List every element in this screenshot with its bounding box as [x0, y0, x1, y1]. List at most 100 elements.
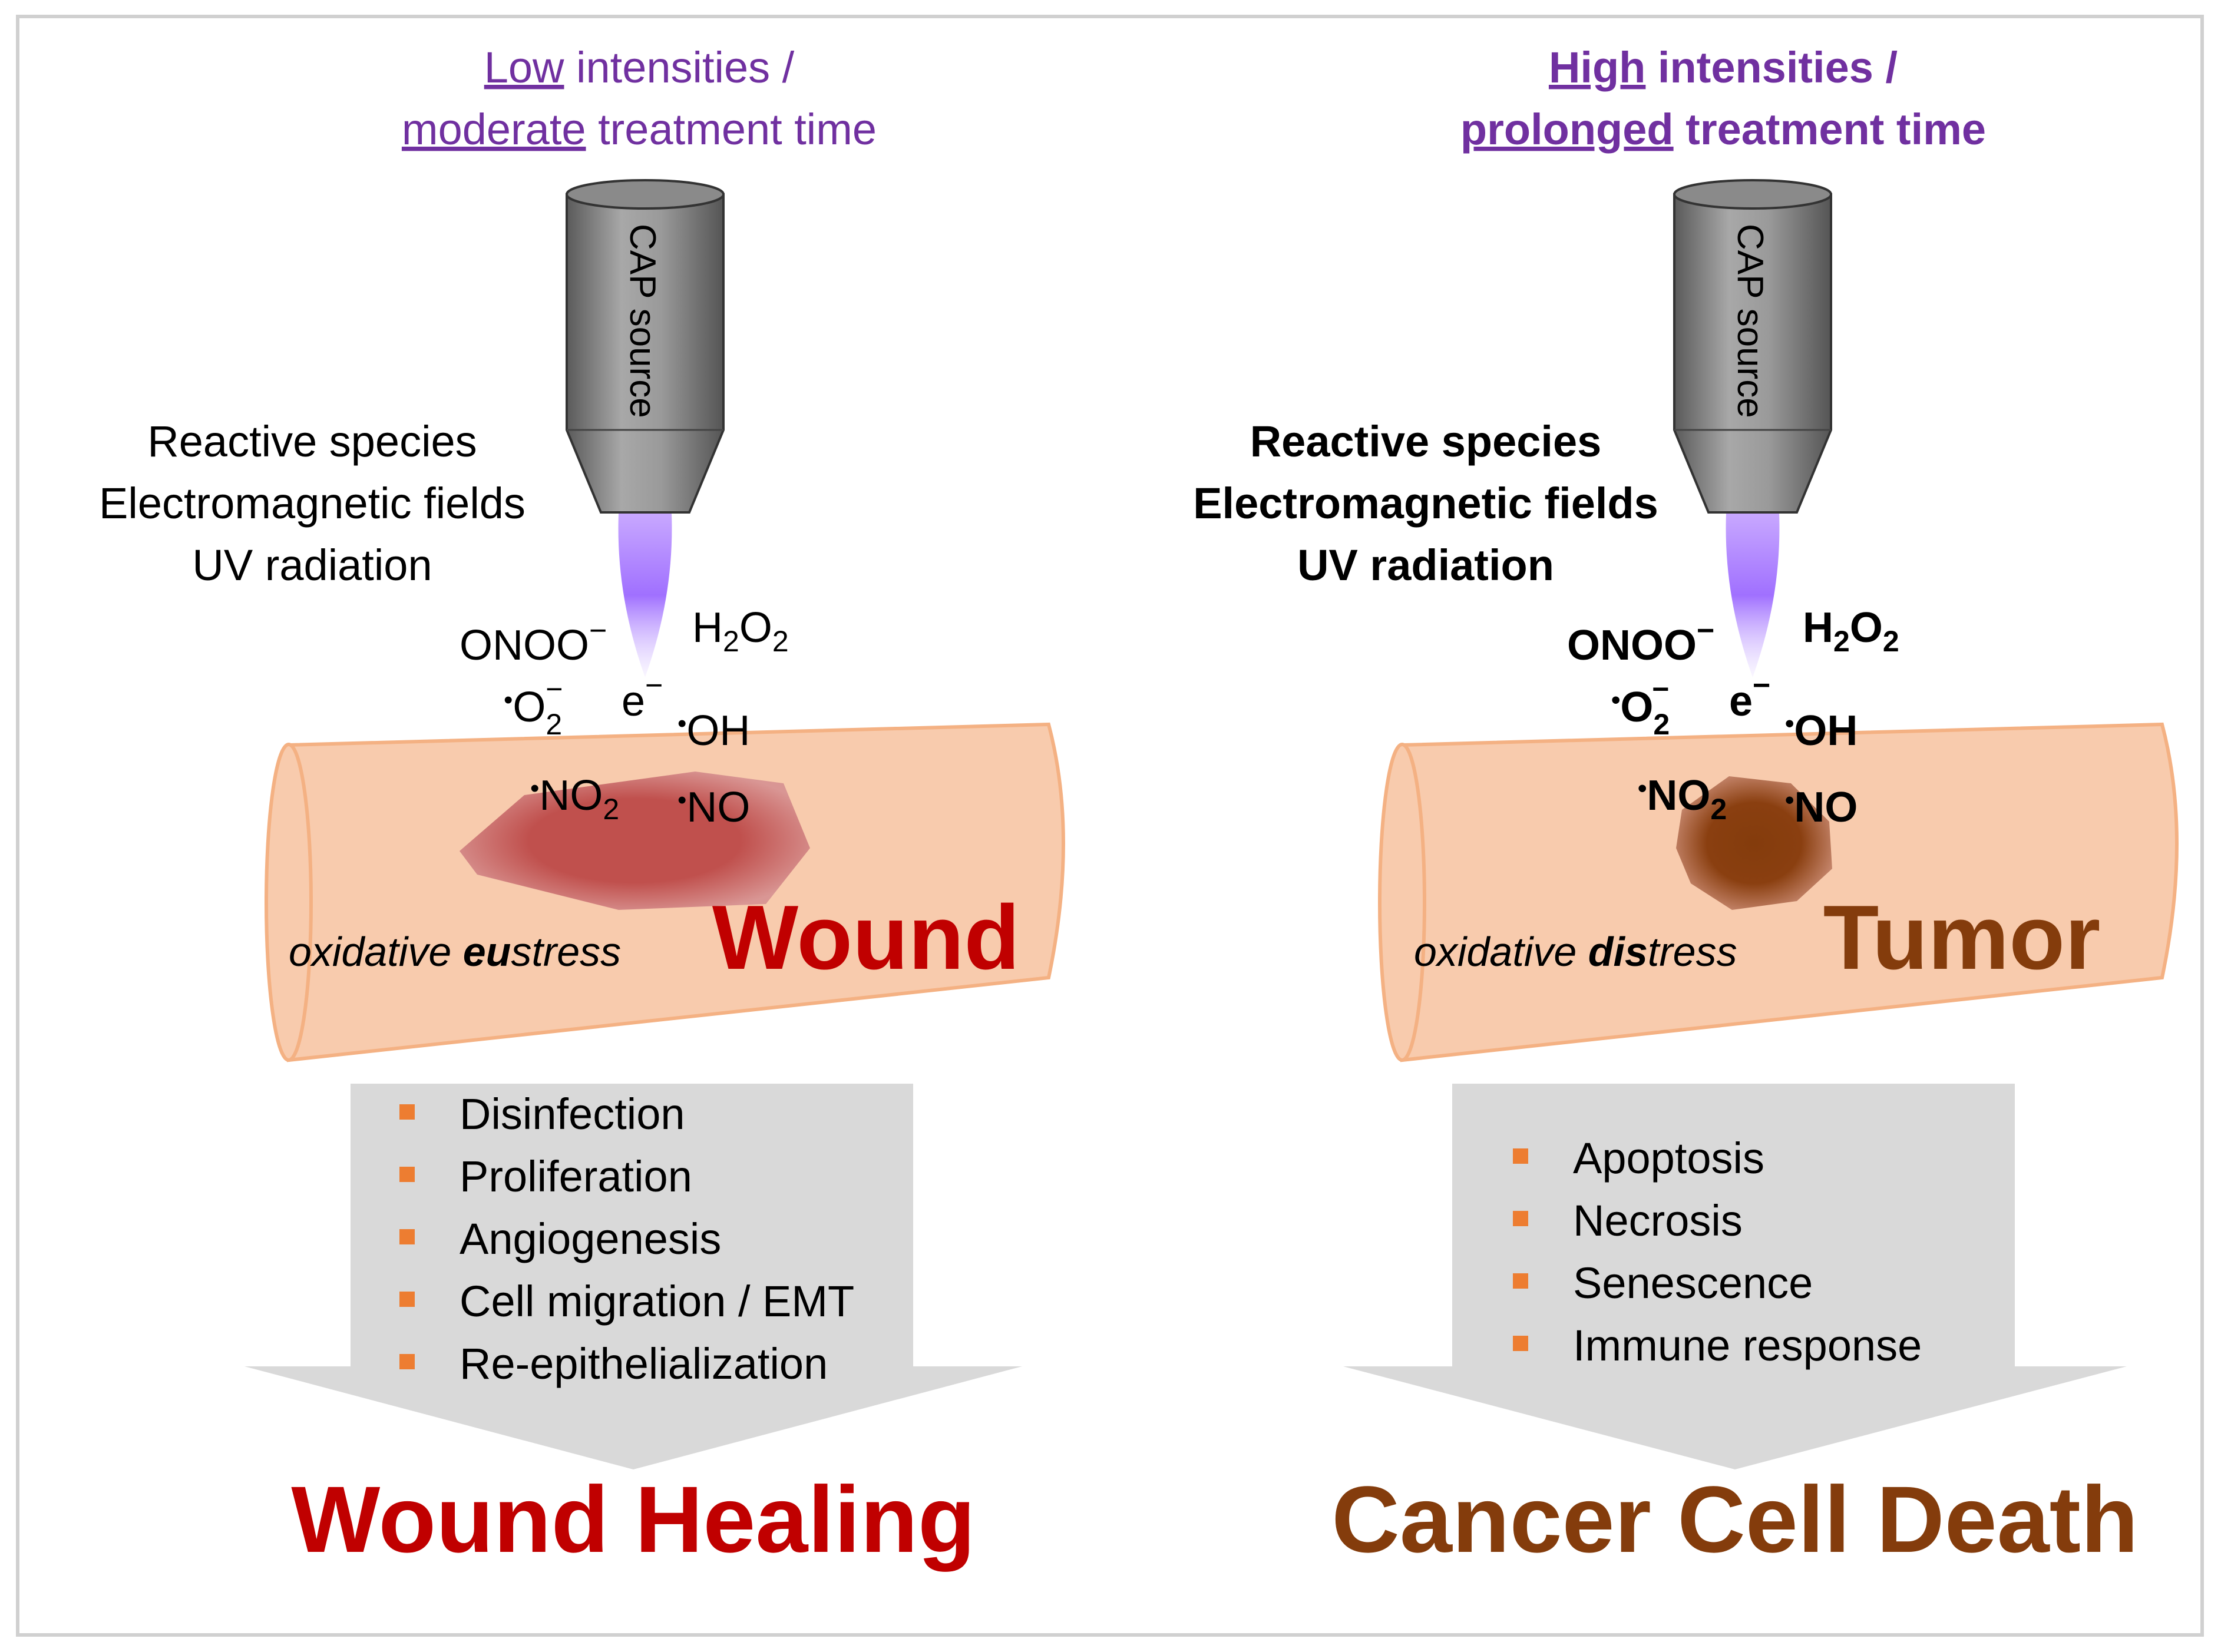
right-heading-rest-1: intensities / — [1645, 43, 1898, 92]
left-h2o2-sub2: 2 — [772, 625, 789, 658]
left-effect-item: Disinfection — [460, 1090, 685, 1138]
right-stress-bold: dis — [1588, 929, 1648, 975]
right-electron-charge: − — [1753, 668, 1770, 703]
left-species-no2: •NO2 — [530, 772, 619, 826]
right-heading-line1: High intensities / — [1549, 43, 1898, 92]
right-stress-label: oxidative distress — [1414, 929, 1737, 975]
right-species-h2o2: H2O2 — [1803, 604, 1899, 658]
left-effects-arrow — [244, 1084, 1022, 1469]
left-cap-top — [566, 179, 725, 210]
bullet-icon — [1513, 1273, 1528, 1289]
left-no2-dot: • — [530, 774, 539, 803]
left-species-hydroxyl: •OH — [677, 707, 750, 754]
right-species-no2: •NO2 — [1638, 772, 1727, 826]
right-species-superoxide: •O2− — [1611, 673, 1670, 741]
left-effects-list: Disinfection Proliferation Angiogenesis … — [399, 1090, 854, 1388]
left-factor-uv: UV radiation — [192, 541, 432, 590]
left-o2-dot: • — [504, 686, 513, 714]
right-heading-underlined-1: High — [1549, 43, 1645, 92]
right-species-electron: e− — [1729, 668, 1770, 725]
right-no-dot: • — [1785, 786, 1794, 815]
left-species-superoxide: •O2− — [504, 673, 563, 741]
left-heading-underlined-1: Low — [484, 43, 564, 92]
left-effect-item: Re-epithelialization — [460, 1339, 828, 1388]
right-factor-em-fields: Electromagnetic fields — [1193, 479, 1658, 528]
bullet-icon — [399, 1354, 415, 1369]
right-effect-item: Senescence — [1573, 1259, 1813, 1307]
right-cap-source: CAP source — [1673, 179, 1832, 677]
left-oh-dot: • — [677, 709, 686, 738]
right-electron-text: e — [1729, 678, 1753, 725]
right-effect-item: Necrosis — [1573, 1196, 1743, 1245]
left-stress-label: oxidative eustress — [289, 929, 621, 975]
left-wound-lesion — [460, 772, 810, 910]
right-species-hydroxyl: •OH — [1785, 707, 1858, 754]
left-factor-em-fields: Electromagnetic fields — [99, 479, 525, 528]
right-species-group: ONOO− H2O2 •O2− e− •OH •NO2 •NO — [1567, 604, 1899, 831]
left-electron-text: e — [622, 678, 645, 725]
left-heading-rest-1: intensities / — [564, 43, 795, 92]
left-plasma-jet — [618, 514, 672, 677]
left-stress-prefix: oxidative — [289, 929, 463, 975]
left-outcome: Wound Healing — [291, 1466, 975, 1572]
left-h2o2-h: H — [692, 604, 723, 651]
left-effect-item: Proliferation — [460, 1152, 692, 1201]
left-o2-charge: − — [546, 673, 563, 706]
right-oh-dot: • — [1785, 709, 1794, 738]
right-outcome: Cancer Cell Death — [1331, 1466, 2138, 1572]
left-heading-line1: Low intensities / — [484, 43, 795, 92]
left-effect-item: Angiogenesis — [460, 1214, 721, 1263]
right-species-onoo: ONOO− — [1567, 614, 1714, 669]
left-species-no: •NO — [677, 784, 750, 831]
left-no2-base: NO — [539, 772, 603, 819]
right-no2-sub: 2 — [1710, 793, 1727, 826]
right-o2-dot: • — [1611, 686, 1620, 714]
right-o2-charge: − — [1652, 673, 1669, 706]
right-heading-underlined-2: prolonged — [1460, 105, 1674, 154]
left-onoo-text: ONOO — [460, 622, 589, 669]
right-h2o2-h: H — [1803, 604, 1833, 651]
right-tissue-end — [1378, 743, 1426, 1062]
right-no2-base: NO — [1647, 772, 1710, 819]
right-cap-label: CAP source — [1730, 224, 1770, 418]
right-cap-top — [1673, 179, 1832, 210]
left-cap-source: CAP source — [566, 179, 725, 677]
left-lesion-label: Wound — [712, 886, 1020, 988]
bullet-icon — [399, 1167, 415, 1182]
right-stress-prefix: oxidative — [1414, 929, 1588, 975]
right-h2o2-sub1: 2 — [1833, 625, 1850, 658]
right-tumor-lesion — [1676, 776, 1832, 910]
right-effect-item: Immune response — [1573, 1321, 1922, 1370]
right-onoo-text: ONOO — [1567, 622, 1697, 669]
left-no-text: NO — [686, 784, 750, 831]
left-h2o2-o: O — [739, 604, 772, 651]
left-oh-text: OH — [686, 707, 750, 754]
right-o2-base: O — [1620, 684, 1653, 731]
left-cap-label: CAP source — [622, 224, 663, 418]
right-onoo-charge: − — [1697, 614, 1714, 648]
right-effects-list: Apoptosis Necrosis Senescence Immune res… — [1513, 1134, 1922, 1370]
left-onoo-charge: − — [589, 614, 607, 648]
left-heading-line2: moderate treatment time — [402, 105, 877, 154]
right-stress-suffix: tress — [1648, 929, 1737, 975]
left-h2o2-sub1: 2 — [723, 625, 739, 658]
right-plasma-jet — [1726, 514, 1780, 677]
left-panel: Low intensities / moderate treatment tim… — [99, 43, 1065, 1572]
bullet-icon — [399, 1292, 415, 1307]
right-species-no: •NO — [1785, 784, 1858, 831]
right-heading-rest-2: treatment time — [1674, 105, 1986, 154]
left-species-electron: e− — [622, 668, 663, 725]
left-no2-sub: 2 — [603, 793, 619, 826]
right-no-text: NO — [1794, 784, 1858, 831]
left-species-onoo: ONOO− — [460, 614, 607, 669]
figure-border — [16, 15, 2204, 1637]
right-lesion-label: Tumor — [1823, 886, 2101, 988]
right-h2o2-o: O — [1850, 604, 1883, 651]
right-factor-uv: UV radiation — [1297, 541, 1554, 590]
left-tissue-end — [265, 743, 313, 1062]
right-heading-line2: prolonged treatment time — [1460, 105, 1986, 154]
left-no-dot: • — [677, 786, 686, 815]
left-electron-charge: − — [645, 668, 663, 703]
